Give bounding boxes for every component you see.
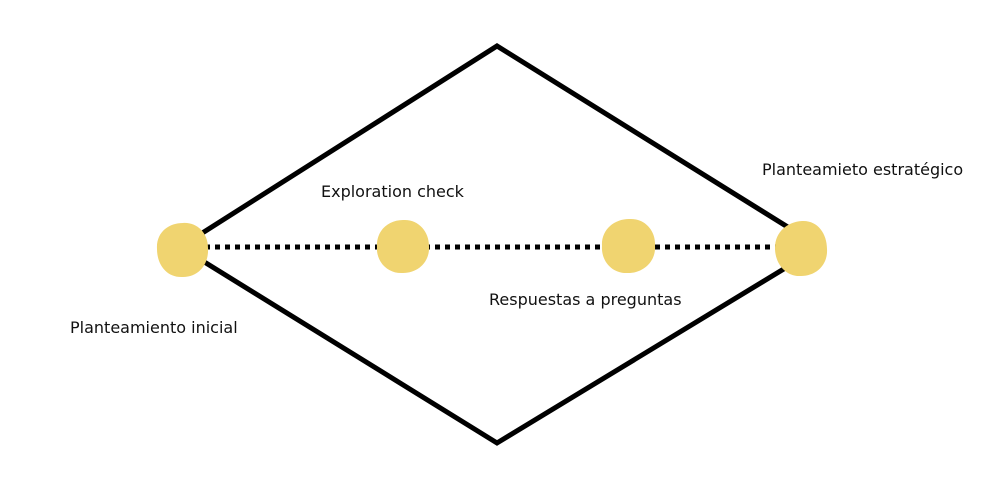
diamond-upper-edge bbox=[183, 43, 817, 247]
label-planteamieto-estrategico: Planteamieto estratégico bbox=[762, 160, 964, 179]
node-blob bbox=[376, 219, 430, 274]
node-blob bbox=[601, 218, 656, 274]
node-blob bbox=[775, 220, 828, 277]
label-respuestas-a-preguntas: Respuestas a preguntas bbox=[489, 290, 682, 309]
node-inicial bbox=[156, 222, 209, 278]
diamond-lower-edge bbox=[183, 247, 817, 446]
label-planteamiento-inicial: Planteamiento inicial bbox=[70, 318, 238, 337]
node-exploration bbox=[376, 219, 430, 274]
node-estrategico bbox=[775, 220, 828, 277]
label-exploration-check: Exploration check bbox=[321, 182, 464, 201]
node-respuestas bbox=[601, 218, 656, 274]
node-blob bbox=[156, 222, 209, 278]
